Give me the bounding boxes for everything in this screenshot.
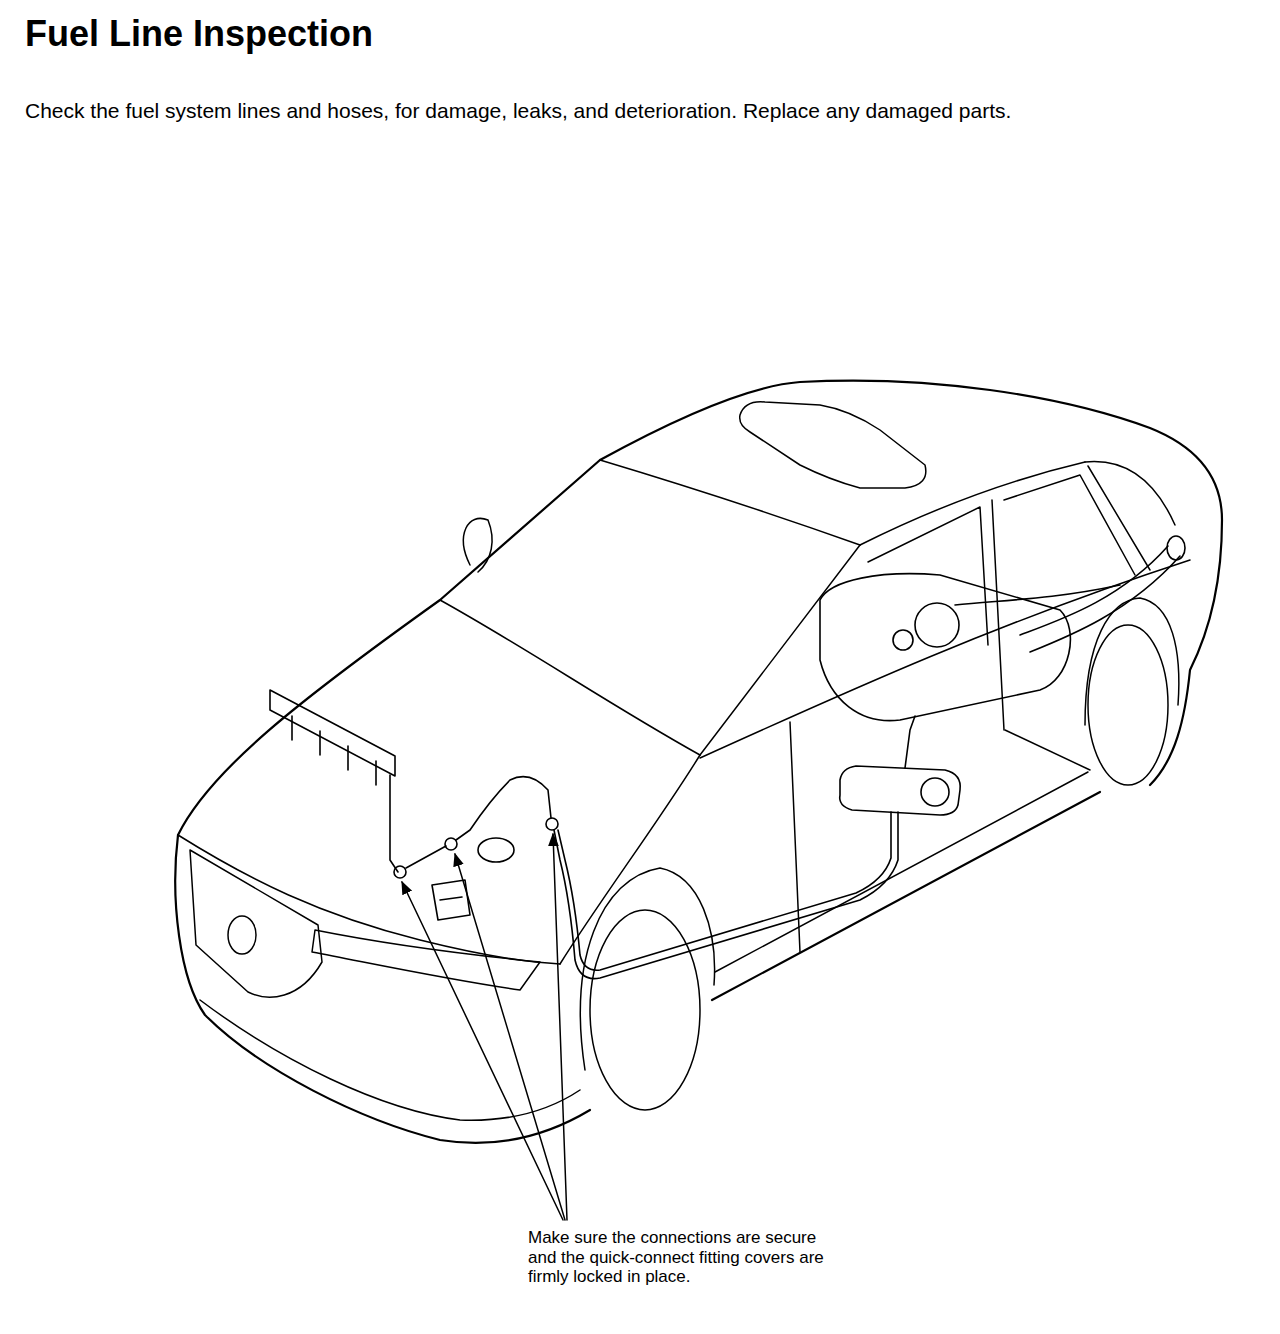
leader-arrows xyxy=(402,834,567,1220)
c-pillar xyxy=(1088,466,1150,570)
fuel-system xyxy=(270,536,1185,979)
text-holder: Fuel Line Inspection xyxy=(25,12,1225,55)
rear-door-line xyxy=(1005,730,1090,770)
text-holder: Check the fuel system lines and hoses, f… xyxy=(25,98,1270,124)
filler-neck xyxy=(1020,546,1180,652)
quick-connect xyxy=(394,866,406,878)
sunroof xyxy=(740,402,926,488)
windshield-top xyxy=(600,460,860,545)
fuel-line xyxy=(554,812,898,979)
callout-note: Make sure the connections are secure and… xyxy=(528,1228,828,1287)
b-pillar xyxy=(992,500,1004,730)
quick-connect xyxy=(445,838,457,850)
a-pillar xyxy=(700,545,860,755)
fuel-feed-line xyxy=(406,846,446,868)
leader-arrow xyxy=(455,854,565,1220)
logo xyxy=(228,916,256,954)
injector xyxy=(292,716,376,785)
side-sill-line xyxy=(715,772,1088,972)
fuel-feed-hose xyxy=(390,775,398,872)
front-door-line xyxy=(790,722,800,952)
car-details xyxy=(178,402,1190,1120)
sender-unit xyxy=(893,630,913,650)
front-window xyxy=(868,507,988,645)
front-wheel xyxy=(590,910,700,1110)
rear-wheel xyxy=(1088,625,1168,785)
mirror xyxy=(463,518,492,572)
bumper-line xyxy=(200,1000,580,1120)
leader-arrow xyxy=(402,882,563,1220)
rear-wheel-arch xyxy=(1085,598,1179,725)
fuel-feed-line xyxy=(456,777,551,840)
fuel-filter xyxy=(840,766,960,815)
headlight xyxy=(312,930,540,990)
rear-door-window xyxy=(1004,475,1135,575)
fuel-filter-end xyxy=(921,778,949,806)
side-sill xyxy=(712,792,1100,1000)
diagram-title: Fuel Line Inspection xyxy=(25,12,1225,55)
fuel-tank xyxy=(820,574,1070,721)
fuel-pump xyxy=(915,603,959,647)
hood-front-edge xyxy=(178,835,560,964)
rear-window xyxy=(1085,462,1175,525)
fuel-line xyxy=(558,812,891,970)
filler-cap xyxy=(1167,536,1185,560)
grille xyxy=(190,850,322,997)
leader-arrow xyxy=(553,834,567,1220)
car-body xyxy=(175,381,1222,1143)
quick-connect xyxy=(546,818,558,830)
text-holder: Make sure the connections are secure and… xyxy=(528,1228,828,1287)
body-outline xyxy=(178,381,1222,835)
hose-loop xyxy=(478,838,514,862)
instruction-text: Check the fuel system lines and hoses, f… xyxy=(25,98,1270,124)
windshield-base xyxy=(440,600,700,755)
roof-side xyxy=(860,462,1085,545)
tank-line xyxy=(905,716,915,768)
